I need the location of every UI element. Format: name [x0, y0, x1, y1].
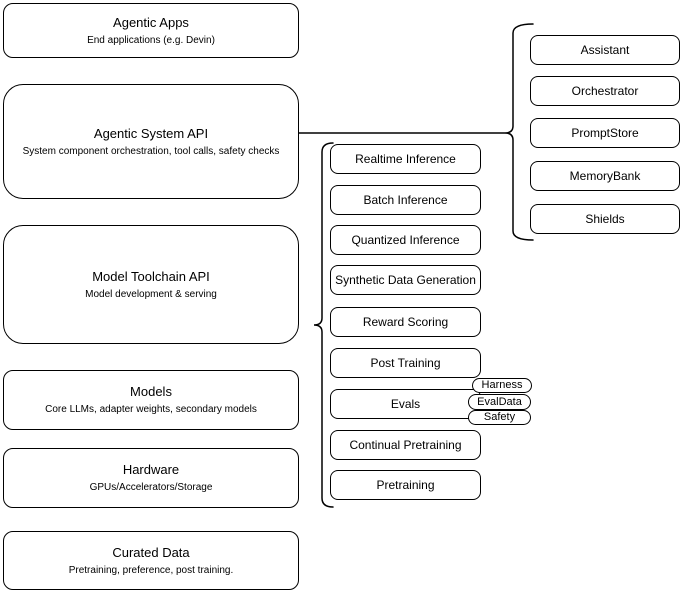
- node-label: Realtime Inference: [355, 152, 456, 166]
- system-components-brace: [504, 23, 534, 241]
- node-model-toolchain-api: Model Toolchain API Model development & …: [3, 225, 299, 344]
- node-subtitle: Model development & serving: [85, 288, 217, 300]
- node-memorybank: MemoryBank: [530, 161, 680, 191]
- node-subtitle: Pretraining, preference, post training.: [68, 564, 234, 576]
- node-realtime-inference: Realtime Inference: [330, 144, 481, 174]
- node-label: PromptStore: [571, 126, 639, 140]
- node-label: Synthetic Data Generation: [335, 273, 476, 287]
- node-pretraining: Pretraining: [330, 470, 481, 500]
- node-curated-data: Curated Data Pretraining, preference, po…: [3, 531, 299, 590]
- node-batch-inference: Batch Inference: [330, 185, 481, 215]
- node-promptstore: PromptStore: [530, 118, 680, 148]
- pill-evaldata: EvalData: [468, 394, 531, 410]
- pill-label: Safety: [483, 411, 516, 423]
- node-label: Post Training: [370, 356, 441, 370]
- node-continual-pretraining: Continual Pretraining: [330, 430, 481, 460]
- node-subtitle: System component orchestration, tool cal…: [22, 145, 280, 157]
- node-title: Model Toolchain API: [92, 268, 210, 284]
- node-subtitle: End applications (e.g. Devin): [87, 34, 215, 46]
- node-assistant: Assistant: [530, 35, 680, 65]
- node-label: Pretraining: [376, 478, 435, 492]
- node-agentic-apps: Agentic Apps End applications (e.g. Devi…: [3, 3, 299, 58]
- node-title: Curated Data: [112, 544, 190, 560]
- node-title: Hardware: [122, 462, 180, 477]
- node-title: Models: [130, 384, 172, 399]
- node-reward-scoring: Reward Scoring: [330, 307, 481, 337]
- node-subtitle: GPUs/Accelerators/Storage: [89, 482, 213, 493]
- pill-safety: Safety: [468, 410, 531, 425]
- node-title: Agentic System API: [93, 125, 209, 141]
- node-label: Orchestrator: [571, 84, 639, 98]
- node-orchestrator: Orchestrator: [530, 76, 680, 106]
- node-quantized-inference: Quantized Inference: [330, 225, 481, 255]
- node-agentic-system-api: Agentic System API System component orch…: [3, 84, 299, 199]
- node-models: Models Core LLMs, adapter weights, secon…: [3, 370, 299, 430]
- node-evals: Evals: [330, 389, 481, 419]
- node-label: Continual Pretraining: [349, 438, 462, 452]
- pill-label: Harness: [481, 379, 523, 391]
- node-label: Assistant: [580, 43, 630, 57]
- pill-label: EvalData: [477, 395, 522, 408]
- node-synthetic-data-generation: Synthetic Data Generation: [330, 265, 481, 295]
- node-title: Agentic Apps: [113, 14, 189, 30]
- node-label: Quantized Inference: [351, 233, 460, 247]
- node-post-training: Post Training: [330, 348, 481, 378]
- node-label: Reward Scoring: [362, 315, 449, 329]
- node-label: Batch Inference: [363, 193, 448, 207]
- node-hardware: Hardware GPUs/Accelerators/Storage: [3, 448, 299, 508]
- pill-harness: Harness: [472, 378, 532, 393]
- node-shields: Shields: [530, 204, 680, 234]
- node-label: Evals: [390, 397, 421, 411]
- node-label: MemoryBank: [569, 169, 641, 183]
- node-label: Shields: [585, 212, 625, 226]
- node-subtitle: Core LLMs, adapter weights, secondary mo…: [45, 404, 257, 415]
